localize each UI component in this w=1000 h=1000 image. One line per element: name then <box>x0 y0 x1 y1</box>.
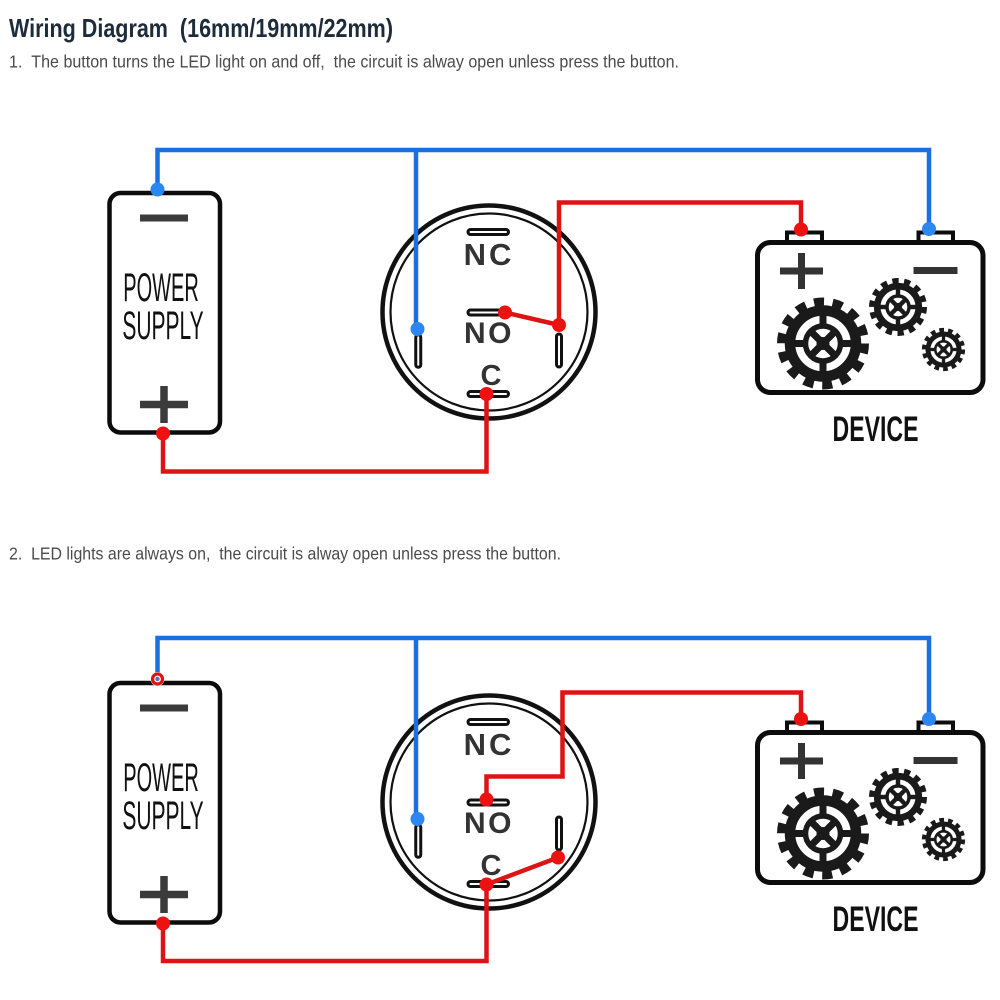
svg-text:Wiring Diagram (16mm/19mm/22m: Wiring Diagram (16mm/19mm/22mm) <box>9 13 393 43</box>
svg-text:1. The button turns the LED l: 1. The button turns the LED light on and… <box>9 52 679 72</box>
svg-text:2. LED lights are always on,: 2. LED lights are always on, the circuit… <box>9 544 561 564</box>
